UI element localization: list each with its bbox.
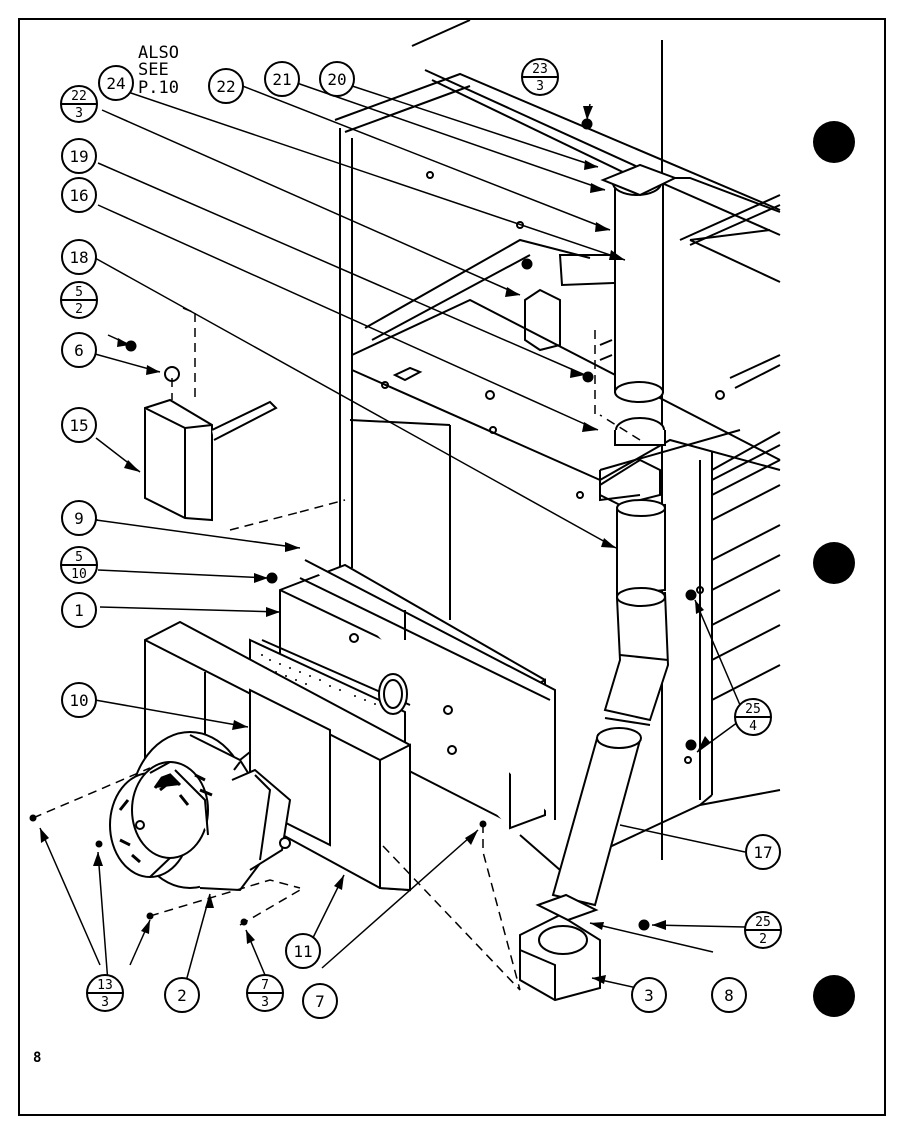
binder-hole-top	[813, 121, 855, 163]
callout-10-label: 10	[69, 691, 88, 710]
callout-3	[631, 977, 667, 1013]
callout-21-label: 21	[272, 70, 291, 89]
callout-17-label: 17	[753, 843, 772, 862]
page-number: 8	[33, 1050, 41, 1066]
fraction-25-4-bottom: 4	[749, 719, 757, 734]
callout-1-label: 1	[74, 601, 84, 620]
callout-16	[61, 177, 97, 213]
callout-6-label: 6	[74, 341, 84, 360]
fraction-callouts	[60, 58, 782, 1012]
callout-9	[61, 500, 97, 536]
callout-16-label: 16	[69, 186, 88, 205]
callout-19-label: 19	[69, 147, 88, 166]
callout-22	[208, 68, 244, 104]
callout-17	[745, 834, 781, 870]
vent-pipe-elbow	[603, 499, 670, 726]
fraction-labels: 23 3 22 3 5 2 5 10 25 4 25 2 13 3 7 3	[71, 62, 771, 1010]
callout-24-label: 24	[106, 74, 125, 93]
assembly-dashed-lines	[32, 307, 641, 991]
vent-collar-middle	[614, 417, 666, 446]
callout-labels: 24 22 21 20 19 16 18 6 15 9 1 10 17 2 11…	[69, 70, 772, 1011]
draft-hood-box	[144, 398, 278, 522]
callout-15	[61, 407, 97, 443]
fraction-5-2-bottom: 2	[75, 302, 83, 317]
callout-18-label: 18	[69, 248, 88, 267]
callout-6	[61, 332, 97, 368]
callout-10	[61, 682, 97, 718]
fraction-23-3-top: 23	[532, 62, 548, 77]
vent-pipe-upper	[614, 169, 664, 403]
fraction-7-3-top: 7	[261, 978, 269, 993]
callout-21	[264, 61, 300, 97]
vent-pipe-lower	[551, 727, 642, 907]
callout-24	[98, 65, 134, 101]
note-line-3: P.10	[138, 78, 179, 98]
callout-20-label: 20	[327, 70, 346, 89]
fraction-23-3-bottom: 3	[536, 79, 544, 94]
vent-collar-top	[600, 163, 678, 197]
callout-8-label: 8	[724, 986, 734, 1005]
callout-7-label: 7	[315, 992, 325, 1011]
fraction-25-4-top: 25	[745, 702, 761, 717]
fraction-22-3-bottom: 3	[75, 106, 83, 121]
note-line-2: SEE	[138, 60, 169, 80]
callout-1	[61, 592, 97, 628]
leader-arrowheads	[40, 106, 710, 984]
callout-22-label: 22	[216, 77, 235, 96]
fraction-22-3-top: 22	[71, 89, 87, 104]
fraction-5-10-top: 5	[75, 550, 83, 565]
leader-lines	[39, 81, 746, 991]
fraction-5-2-top: 5	[75, 285, 83, 300]
fraction-5-10-bottom: 10	[71, 567, 87, 582]
cabinet-holes	[381, 171, 725, 764]
fraction-7-3-bottom: 3	[261, 995, 269, 1010]
callout-9-label: 9	[74, 509, 84, 528]
callout-20	[319, 61, 355, 97]
inlet-boot	[519, 913, 601, 1002]
binder-hole-bottom	[813, 975, 855, 1017]
callout-19	[61, 138, 97, 174]
blower-motor-shading	[118, 773, 213, 864]
inlet-plate	[535, 893, 599, 922]
callout-15-label: 15	[69, 416, 88, 435]
fraction-25-2-bottom: 2	[759, 932, 767, 947]
callout-7	[302, 983, 338, 1019]
fraction-13-3-bottom: 3	[101, 995, 109, 1010]
callout-2	[164, 977, 200, 1013]
callout-8	[711, 977, 747, 1013]
callout-3-label: 3	[644, 986, 654, 1005]
fraction-25-2-top: 25	[755, 915, 771, 930]
callout-11	[285, 933, 321, 969]
callouts	[61, 61, 781, 1019]
callout-11-label: 11	[293, 942, 312, 961]
also-see-note: ALSO SEE P.10	[138, 43, 179, 98]
page-border	[18, 18, 886, 1116]
callout-18	[61, 239, 97, 275]
binder-hole-middle	[813, 542, 855, 584]
fraction-13-3-top: 13	[97, 978, 113, 993]
note-line-1: ALSO	[138, 43, 179, 63]
blower-motor	[109, 761, 209, 878]
callout-2-label: 2	[177, 986, 187, 1005]
